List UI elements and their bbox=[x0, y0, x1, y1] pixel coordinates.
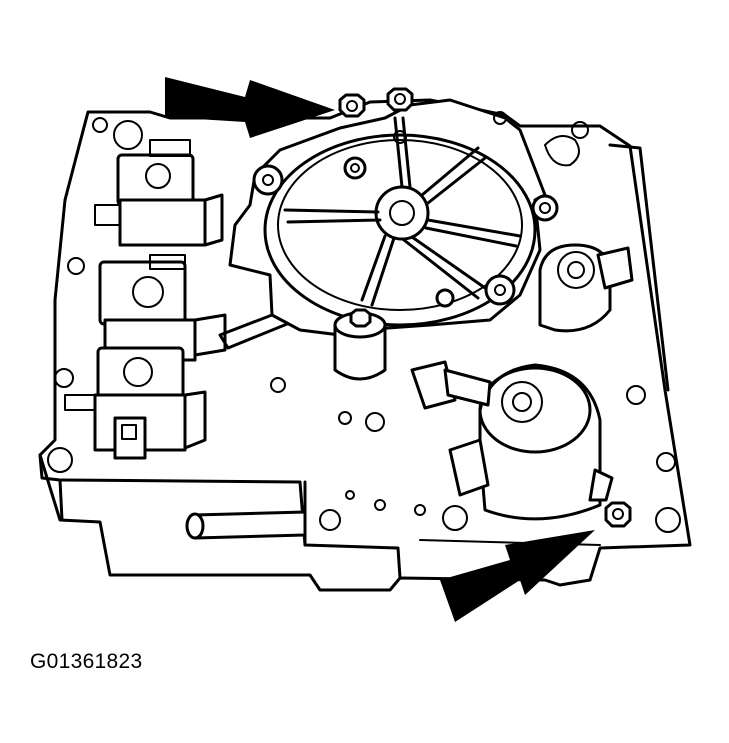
solenoid-lower-right bbox=[410, 360, 614, 521]
figure-id-label: G01361823 bbox=[30, 650, 143, 673]
feed-tube bbox=[185, 510, 307, 540]
bottom-right-bolt bbox=[604, 501, 632, 528]
solenoid-lower bbox=[64, 346, 207, 460]
upper-callout-arrow bbox=[165, 77, 335, 138]
center-bolt-boss bbox=[333, 308, 387, 381]
lower-callout-arrow bbox=[440, 530, 595, 622]
pressure-valve bbox=[538, 243, 634, 333]
top-bolts bbox=[338, 87, 414, 118]
accumulator-housing bbox=[228, 98, 559, 337]
solenoid-upper bbox=[94, 139, 224, 247]
